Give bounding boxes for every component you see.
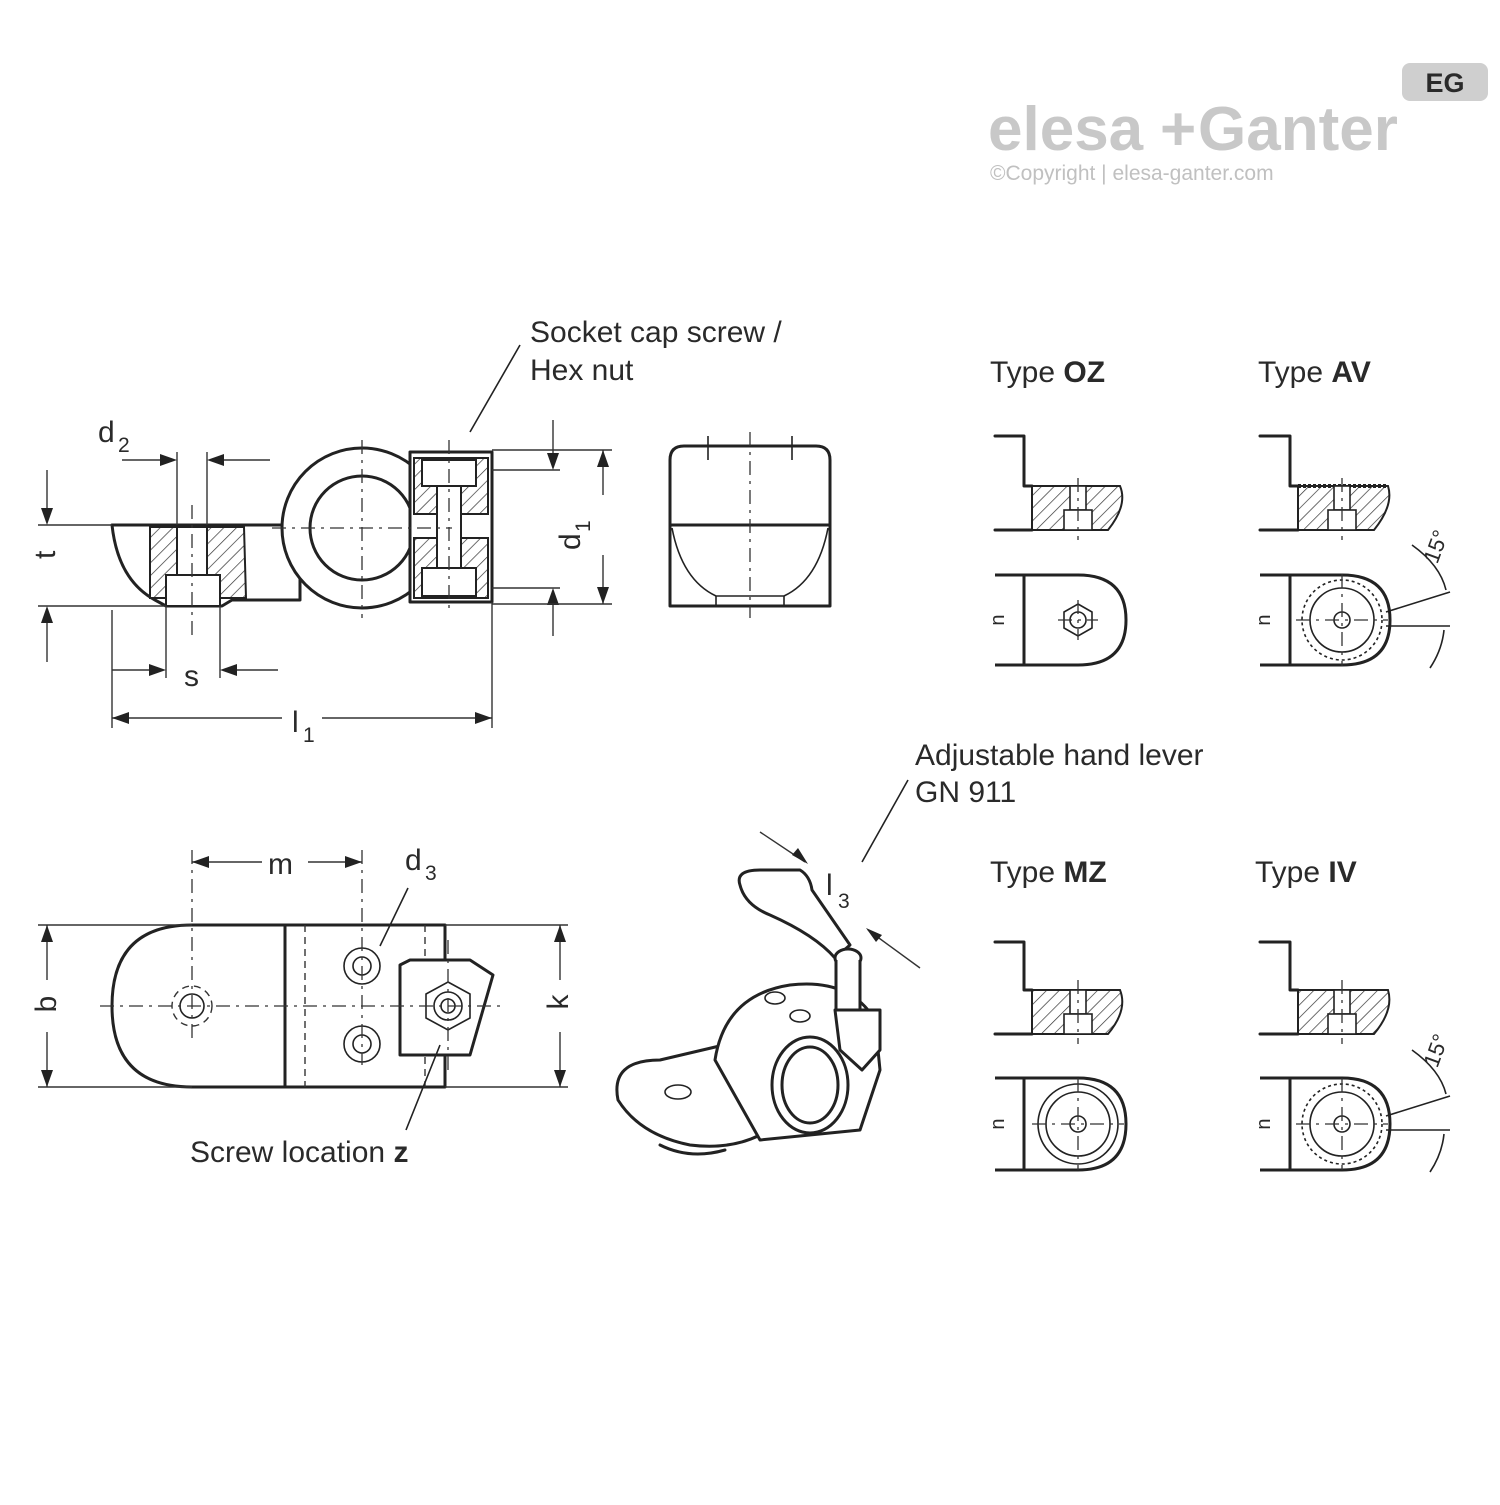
dim-s: s (184, 660, 199, 693)
callout-lever-line2: GN 911 (915, 776, 1016, 809)
iso-hand-lever (737, 868, 852, 960)
brand-name-left: elesa (988, 95, 1144, 164)
type-mz-n: n (987, 1118, 1009, 1129)
svg-text:Type OZ: Type OZ (990, 356, 1105, 389)
type-mz-prefix: Type (990, 856, 1063, 889)
callout-lever-line1: Adjustable hand lever (915, 739, 1204, 772)
type-av-label: AV (1331, 356, 1370, 389)
type-av-n: n (1253, 614, 1275, 625)
svg-text:Screw location z: Screw location z (190, 1136, 408, 1169)
brand-plus: + (1160, 95, 1196, 164)
dim-l3: l (826, 869, 833, 902)
dim-t: t (29, 550, 62, 559)
dim-k: k (542, 994, 575, 1010)
callout-screw-location: Screw location (190, 1136, 385, 1169)
screw-jaw-tab (398, 958, 495, 1057)
dim-l1-sub: 1 (303, 724, 315, 747)
callout-screw-line1: Socket cap screw / (530, 316, 782, 349)
svg-text:Type MZ: Type MZ (990, 856, 1107, 889)
dim-m: m (268, 848, 293, 881)
type-oz-label: OZ (1063, 356, 1105, 389)
brand-name-right: Ganter (1198, 95, 1398, 164)
callout-screw-line2: Hex nut (530, 354, 634, 387)
iso-jaw (833, 1008, 882, 1072)
dim-d3: d (405, 844, 422, 877)
type-iv-prefix: Type (1255, 856, 1328, 889)
svg-text:Type AV: Type AV (1258, 356, 1371, 389)
svg-text:Type IV: Type IV (1255, 856, 1357, 889)
front-view: d 2 t s l 1 d 1 (29, 316, 782, 747)
type-av-detail: Type AV n 15° (1253, 356, 1453, 669)
side-view (668, 432, 832, 618)
type-oz-detail: Type OZ n (987, 356, 1128, 667)
dim-b: b (30, 996, 63, 1013)
type-iv-angle: 15° (1418, 1031, 1453, 1071)
dim-d2: d (98, 416, 115, 449)
brand-copyright: ©Copyright | elesa-ganter.com (990, 162, 1274, 185)
dim-d2-sub: 2 (118, 434, 130, 457)
dim-d1-sub: 1 (572, 520, 595, 532)
type-av-angle: 15° (1418, 527, 1453, 567)
brand-badge-text: EG (1425, 68, 1464, 98)
type-oz-n: n (987, 614, 1009, 625)
dim-l3-sub: 3 (838, 890, 850, 913)
nut-pocket (165, 574, 221, 607)
type-iv-n: n (1253, 1118, 1275, 1129)
type-iv-label: IV (1328, 856, 1356, 889)
callout-screw-location-z: z (393, 1136, 408, 1169)
top-view: m d 3 b k Screw location z (30, 844, 575, 1169)
type-mz-detail: Type MZ n (987, 856, 1128, 1172)
dim-d3-sub: 3 (425, 862, 437, 885)
brand-logo: EG elesa + Ganter ©Copyright | elesa-gan… (988, 63, 1488, 185)
type-mz-label: MZ (1063, 856, 1106, 889)
type-oz-prefix: Type (990, 356, 1063, 389)
type-av-prefix: Type (1258, 356, 1331, 389)
isometric-view: l 3 Adjustable hand lever GN 911 (615, 739, 1204, 1156)
dim-d1: d (554, 533, 587, 550)
brand-badge (1402, 63, 1488, 101)
dim-l1: l (292, 706, 299, 739)
type-iv-detail: Type IV n 15° (1253, 856, 1453, 1173)
